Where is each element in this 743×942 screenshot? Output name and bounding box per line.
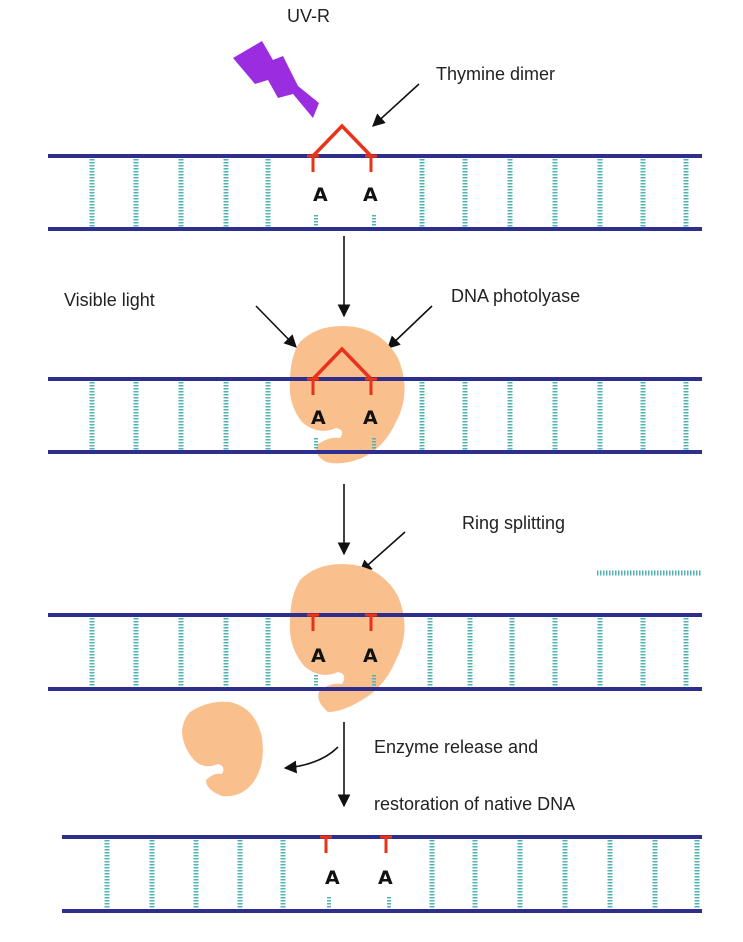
base-a: A: [311, 407, 326, 429]
visible-light-label: Visible light: [64, 290, 155, 310]
base-a: A: [325, 867, 340, 889]
base-a: A: [363, 407, 378, 429]
dimer-bond: [311, 123, 373, 158]
base-a: A: [363, 184, 378, 206]
ring-splitting-label: Ring splitting: [462, 513, 565, 533]
base-a: A: [313, 184, 328, 206]
release-curved-arrow: [283, 746, 339, 774]
enzyme-release-label: Enzyme release and: [374, 737, 538, 757]
dna-double-helix: [48, 377, 702, 454]
thymine-pair: [320, 835, 392, 853]
thymine-dimer: [307, 123, 377, 172]
photolyase-arrow: [387, 305, 433, 349]
photolyase-label: DNA photolyase: [451, 286, 580, 306]
photolyase-enzyme-icon: [289, 326, 405, 464]
uv-lightning-icon: [233, 41, 319, 118]
thymine-dimer: [307, 346, 377, 395]
thymine-pair: [307, 613, 377, 631]
base-a: A: [363, 645, 378, 667]
visible-light-arrow: [255, 305, 297, 348]
base-a: A: [311, 645, 326, 667]
base-a: A: [378, 867, 393, 889]
dimer-bond: [311, 346, 373, 381]
thymine-dimer-arrow: [372, 83, 420, 127]
dna-double-helix: [48, 613, 702, 691]
ring-splitting-arrow: [359, 531, 406, 573]
uv-label: UV-R: [287, 6, 330, 26]
thymine-dimer-label: Thymine dimer: [436, 64, 555, 84]
restoration-label: restoration of native DNA: [374, 794, 575, 814]
released-photolyase-icon: [182, 701, 263, 797]
